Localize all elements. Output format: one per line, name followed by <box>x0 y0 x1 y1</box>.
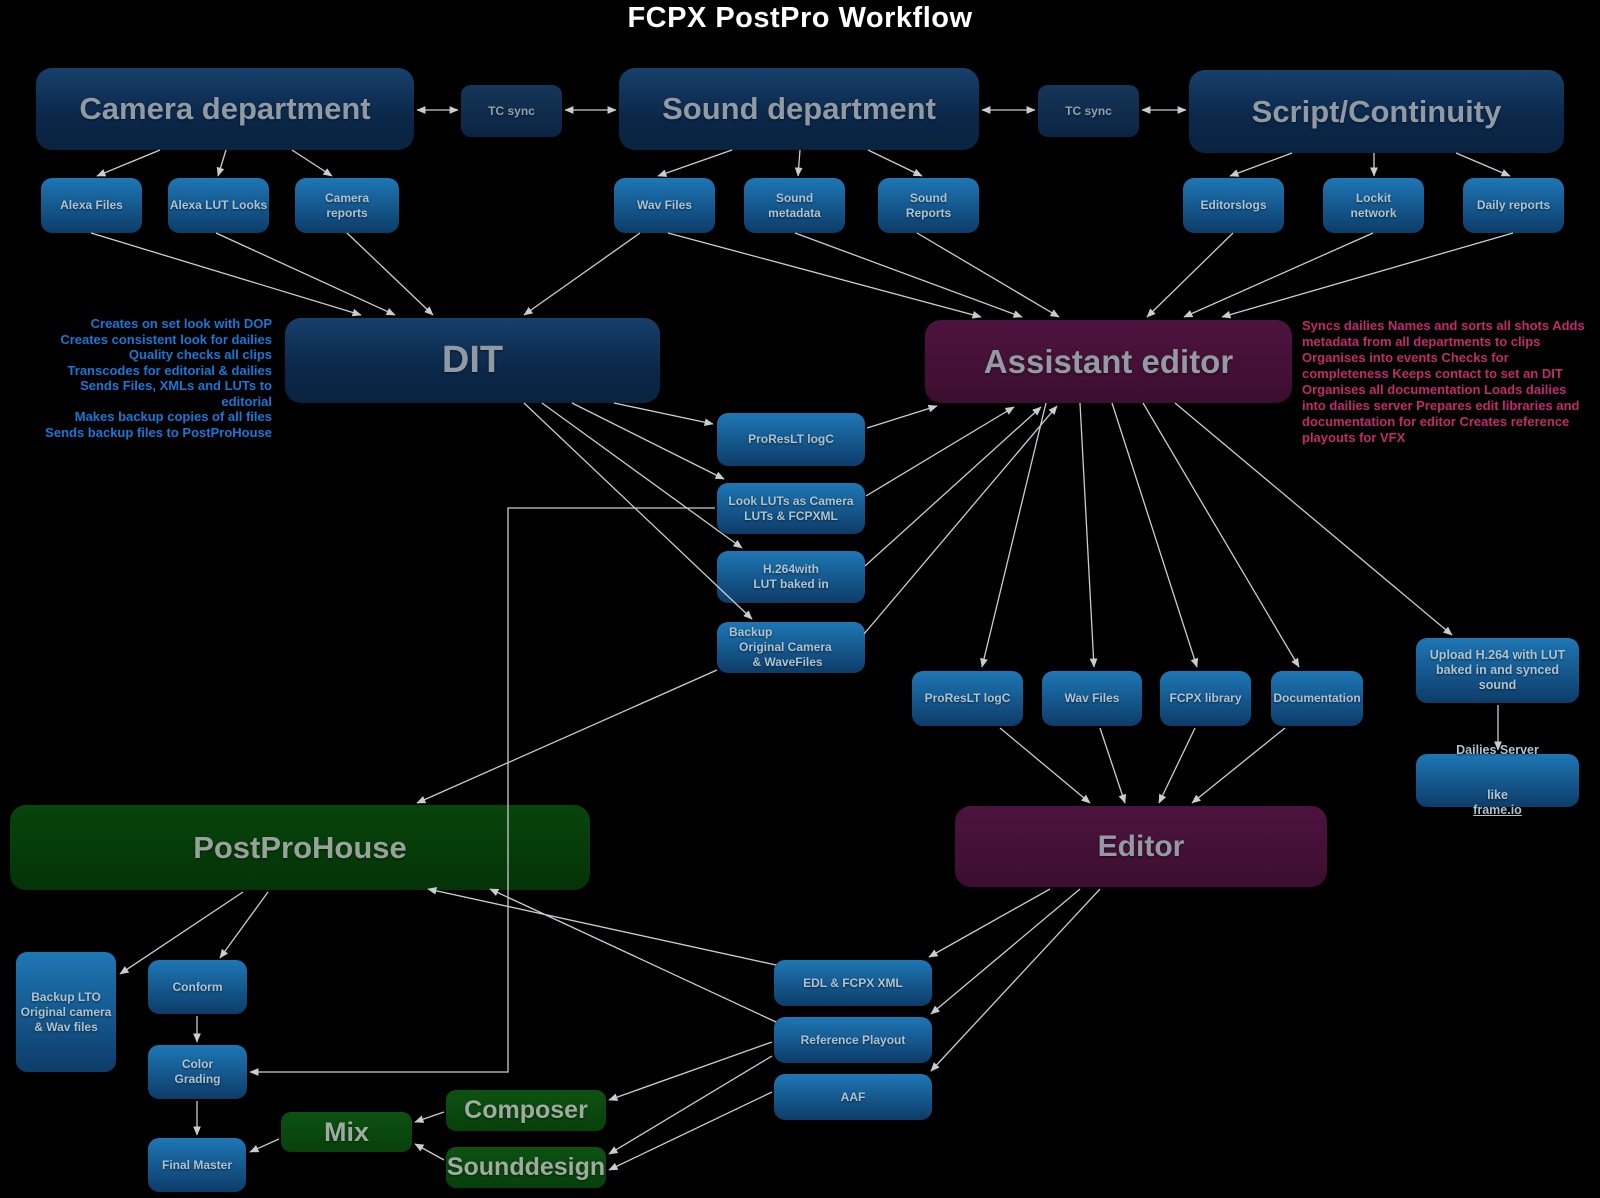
camera-reports-box: Camera reports <box>295 178 399 233</box>
assistant-editor-box: Assistant editor <box>925 320 1292 403</box>
alexa-lut-looks-box: Alexa LUT Looks <box>168 178 269 233</box>
dailies-server-like: like <box>1487 788 1508 802</box>
sounddesign-box: Sounddesign <box>446 1147 606 1188</box>
dit-task-list: Creates on set look with DOP Creates con… <box>45 316 272 440</box>
proreslt-logc-2-box: ProResLT logC <box>912 671 1023 726</box>
color-grading-box: Color Grading <box>148 1045 247 1099</box>
editor-box: Editor <box>955 806 1327 887</box>
h264-lut-box: H.264with LUT baked in <box>717 551 865 603</box>
alexa-files-box: Alexa Files <box>41 178 142 233</box>
dailies-server-box: Dailies Server like frame.io <box>1416 743 1579 817</box>
tc-sync-box-2: TC sync <box>1038 85 1139 137</box>
final-master-box: Final Master <box>148 1138 246 1192</box>
upload-h264-box: Upload H.264 with LUT baked in and synce… <box>1416 638 1579 703</box>
reference-playout-box: Reference Playout <box>774 1017 932 1063</box>
look-luts-box: Look LUTs as Camera LUTs & FCPXML <box>717 483 865 534</box>
wav-files-box: Wav Files <box>614 178 715 233</box>
wav-files-2-box: Wav Files <box>1042 671 1142 726</box>
sound-department-box: Sound department <box>619 68 979 150</box>
script-continuity-box: Script/Continuity <box>1189 70 1564 153</box>
documentation-box: Documentation <box>1271 671 1363 726</box>
backup-lto-box: Backup LTO Original camera & Wav files <box>16 952 116 1072</box>
frameio-link[interactable]: frame.io <box>1473 803 1522 817</box>
sound-reports-box: Sound Reports <box>878 178 979 233</box>
daily-reports-box: Daily reports <box>1463 178 1564 233</box>
mix-box: Mix <box>281 1112 412 1152</box>
postprohouse-box: PostProHouse <box>10 805 590 890</box>
composer-box: Composer <box>446 1090 606 1131</box>
assistant-task-list: Syncs dailies Names and sorts all shots … <box>1302 318 1585 445</box>
diagram-title: FCPX PostPro Workflow <box>627 2 973 34</box>
lockit-network-box: Lockit network <box>1323 178 1424 233</box>
sound-metadata-box: Sound metadata <box>744 178 845 233</box>
aaf-box: AAF <box>774 1074 932 1120</box>
fcpx-library-box: FCPX library <box>1160 671 1251 726</box>
edl-fcpx-xml-box: EDL & FCPX XML <box>774 960 932 1006</box>
tc-sync-box-1: TC sync <box>461 85 562 137</box>
backup-original-box: Backup Original Camera & WaveFiles <box>717 622 865 673</box>
conform-box: Conform <box>148 960 247 1014</box>
dailies-server-label: Dailies Server <box>1456 743 1539 757</box>
editorslogs-box: Editorslogs <box>1183 178 1284 233</box>
dit-box: DIT <box>285 318 660 403</box>
proreslt-logc-box: ProResLT logC <box>717 413 865 466</box>
camera-department-box: Camera department <box>36 68 414 150</box>
